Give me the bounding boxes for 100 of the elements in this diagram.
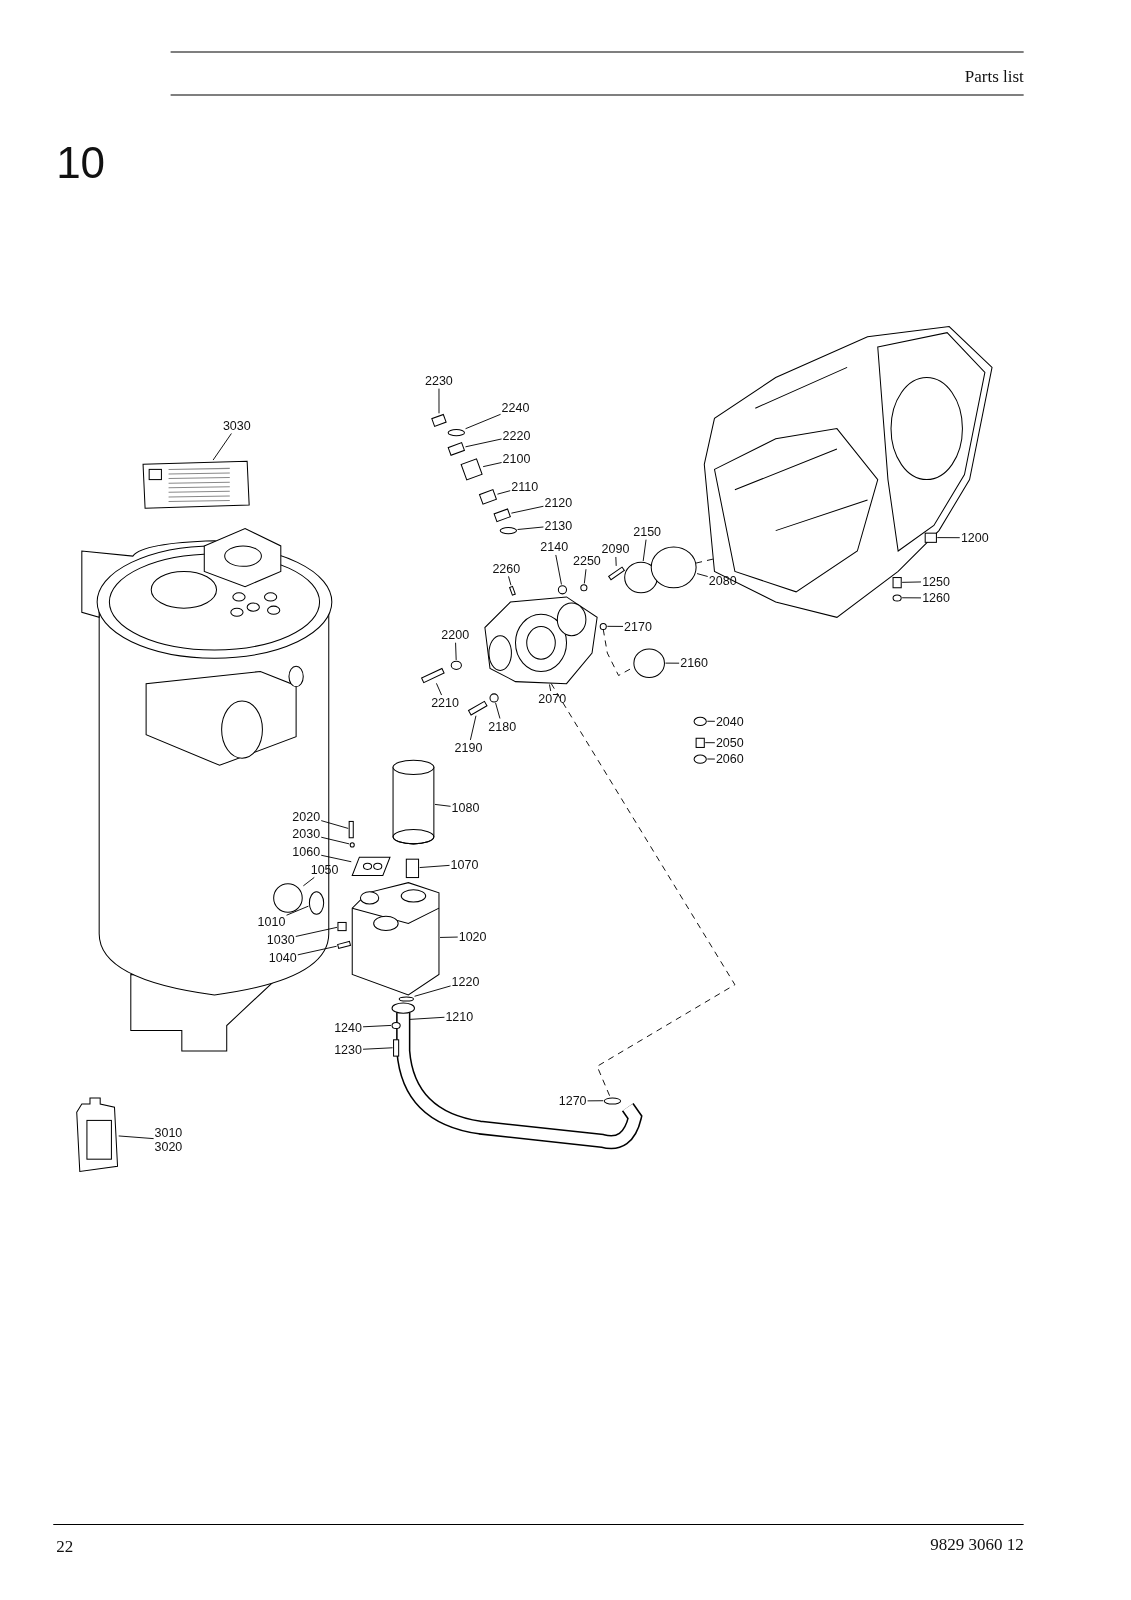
page-number: 22 — [56, 1537, 74, 1558]
leader-line — [665, 662, 680, 664]
callout-number: 1230 — [334, 1043, 362, 1058]
callout-number: 1070 — [450, 857, 479, 872]
gasket-drawing — [351, 856, 391, 876]
spring-drawing — [607, 566, 626, 581]
bolt-drawing — [337, 940, 352, 950]
cover-drawing — [650, 546, 697, 589]
seal-drawing — [493, 508, 511, 523]
compressor-element-drawing — [703, 326, 993, 618]
callout-number: 1020 — [458, 930, 487, 945]
leader-line — [549, 684, 552, 692]
o-ring-drawing — [603, 1097, 622, 1105]
callout-number: 1220 — [451, 974, 480, 989]
callout-number: 2190 — [454, 741, 483, 756]
callout-number: 1270 — [558, 1094, 587, 1109]
decal-drawing — [142, 460, 250, 509]
spring-drawing — [478, 489, 498, 505]
callout-number: 2160 — [680, 656, 708, 671]
callout-number: 2180 — [488, 719, 517, 734]
leader-line — [696, 573, 709, 577]
leader-line — [555, 554, 562, 585]
o-ring-drawing — [308, 891, 325, 915]
callout-number: 2040 — [715, 714, 744, 729]
leader-line — [606, 625, 624, 627]
flange-drawing — [273, 883, 303, 913]
callout-number: 2130 — [544, 518, 573, 533]
leader-line — [286, 905, 309, 916]
callout-number: 2210 — [431, 696, 459, 711]
leader-line — [362, 1047, 394, 1050]
o-ring-drawing — [398, 996, 414, 1002]
leader-line — [901, 597, 922, 599]
leader-line — [212, 433, 232, 461]
callout-number: 1010 — [257, 914, 286, 929]
callout-number: 3010 — [154, 1126, 183, 1141]
leader-line — [587, 1100, 604, 1102]
leader-line — [469, 715, 477, 741]
leader-line — [497, 490, 511, 495]
callout-number: 3030 — [222, 418, 251, 433]
callout-number: 2070 — [538, 692, 567, 707]
leader-line — [320, 820, 349, 829]
callout-number: 2090 — [601, 542, 630, 557]
leader-line — [704, 742, 716, 744]
leader-line — [583, 568, 587, 584]
washer-drawing — [391, 1021, 401, 1030]
leader-line — [706, 720, 716, 722]
plug-drawing — [580, 584, 588, 592]
washer-drawing — [489, 693, 499, 703]
callout-number: 2100 — [502, 452, 531, 467]
callout-number: 2250 — [573, 554, 601, 569]
bolt-drawing — [348, 820, 354, 839]
leader-line — [439, 936, 459, 938]
leader-line — [362, 1024, 392, 1028]
washer-drawing — [693, 716, 707, 726]
callout-number: 3020 — [154, 1140, 183, 1155]
assembly-line — [695, 558, 714, 564]
leader-line — [414, 985, 452, 997]
callout-number: 1240 — [334, 1020, 362, 1035]
leader-line — [495, 702, 501, 719]
callout-number: 1260 — [922, 591, 950, 606]
pin-drawing — [508, 585, 516, 596]
leader-line — [482, 462, 503, 468]
callout-number: 2200 — [441, 627, 470, 642]
leader-line — [508, 575, 512, 586]
bolt-drawing — [393, 1039, 400, 1057]
oil-bottle-drawing — [76, 1097, 119, 1172]
callout-number: 2120 — [544, 496, 573, 511]
callout-number: 2020 — [292, 809, 321, 824]
callout-number: 1200 — [960, 530, 989, 545]
filter-housing-drawing — [351, 882, 440, 996]
callout-number: 1210 — [445, 1009, 474, 1024]
washer-drawing — [693, 754, 707, 764]
plug-drawing — [695, 737, 705, 748]
callout-number: 2080 — [708, 573, 737, 588]
callout-number: 1030 — [266, 933, 295, 948]
leader-line — [302, 876, 315, 887]
leader-line — [297, 945, 338, 956]
callout-number: 2060 — [715, 752, 744, 767]
leader-line — [465, 438, 503, 448]
leader-line — [436, 682, 443, 696]
callout-number: 1250 — [922, 574, 950, 589]
callout-number: 1080 — [451, 801, 480, 816]
callout-number: 2260 — [492, 561, 521, 576]
leader-line — [465, 413, 501, 430]
leader-line — [438, 388, 440, 414]
leader-line — [320, 854, 352, 863]
oil-pipe-drawing — [391, 1002, 643, 1150]
callout-number: 1060 — [292, 845, 321, 860]
plug-drawing — [337, 921, 347, 932]
leader-line — [615, 556, 617, 567]
assembly-line — [602, 628, 635, 676]
leader-line — [510, 505, 544, 514]
plug-drawing — [924, 532, 937, 543]
leader-line — [517, 526, 544, 530]
leader-line — [295, 926, 338, 937]
callout-number: 2030 — [292, 826, 321, 841]
callout-number: 1040 — [268, 951, 297, 966]
oil-filter-drawing — [392, 759, 435, 845]
leader-line — [419, 864, 450, 868]
document-number: 9829 3060 12 — [930, 1535, 1024, 1556]
